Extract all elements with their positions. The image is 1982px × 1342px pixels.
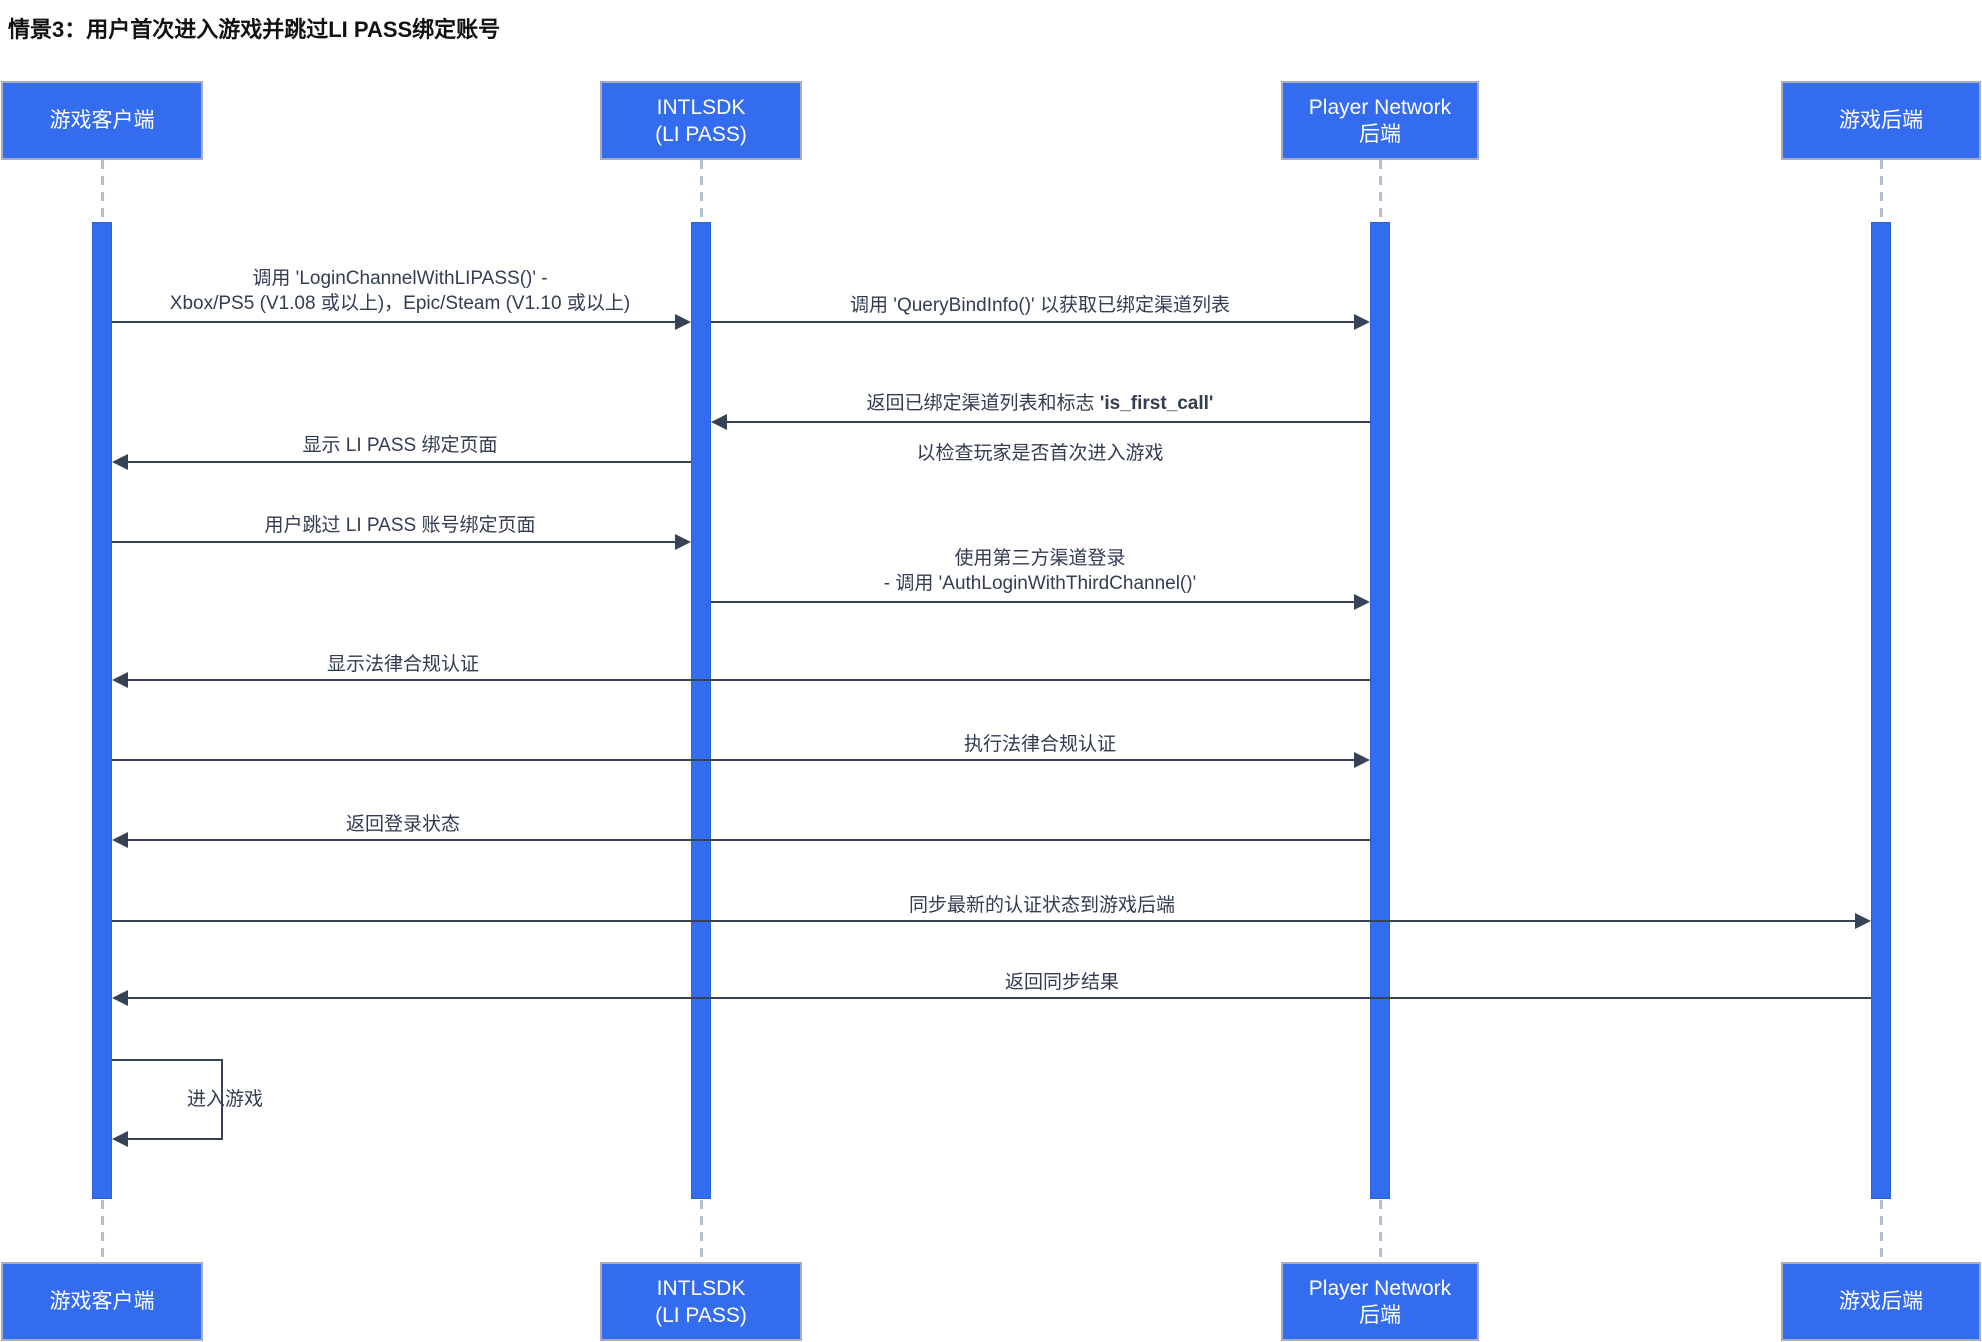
message-line	[711, 321, 1356, 323]
arrowhead-left-icon	[112, 454, 128, 470]
arrowhead-left-icon	[112, 832, 128, 848]
message-label: 返回已绑定渠道列表和标志 'is_first_call' 以检查玩家是否首次进入…	[866, 393, 1214, 464]
bold-flag-text: 'is_first_call'	[1099, 393, 1214, 414]
participant-bottom-game-backend: 游戏后端	[1781, 1262, 1981, 1341]
participant-top-game-client: 游戏客户端	[1, 81, 203, 160]
participant-top-player-network: Player Network 后端	[1281, 81, 1479, 160]
participant-top-game-backend: 游戏后端	[1781, 81, 1981, 160]
message-label: 调用 'LoginChannelWithLIPASS()' - Xbox/PS5…	[169, 268, 631, 314]
arrowhead-right-icon	[1354, 752, 1370, 768]
activation-bar-game-client	[92, 222, 112, 1199]
self-loop-top-line	[112, 1059, 223, 1061]
message-line	[128, 461, 691, 463]
message-line	[112, 920, 1857, 922]
arrowhead-right-icon	[1354, 594, 1370, 610]
message-line	[112, 321, 677, 323]
message-label: 使用第三方渠道登录 - 调用 'AuthLoginWithThirdChanne…	[883, 548, 1197, 594]
message-label: 显示法律合规认证	[326, 654, 479, 675]
message-label: 返回登录状态	[345, 814, 460, 835]
message-label: 显示 LI PASS 绑定页面	[302, 435, 498, 456]
diagram-title: 情景3：用户首次进入游戏并跳过LI PASS绑定账号	[8, 17, 501, 42]
message-label: 进入游戏	[186, 1089, 263, 1110]
arrowhead-left-icon	[711, 414, 727, 430]
arrowhead-left-icon	[112, 990, 128, 1006]
self-loop-right-line	[221, 1059, 223, 1140]
message-label: 调用 'QueryBindInfo()' 以获取已绑定渠道列表	[850, 295, 1230, 316]
message-line	[128, 997, 1871, 999]
arrowhead-right-icon	[675, 534, 691, 550]
activation-bar-game-backend	[1871, 222, 1891, 1199]
message-line	[128, 839, 1370, 841]
message-label: 用户跳过 LI PASS 账号绑定页面	[264, 515, 536, 536]
arrowhead-left-icon	[112, 672, 128, 688]
message-line	[128, 679, 1370, 681]
participant-bottom-intlsdk: INTLSDK (LI PASS)	[600, 1262, 802, 1341]
activation-bar-intlsdk	[691, 222, 711, 1199]
activation-bar-player-network	[1370, 222, 1390, 1199]
message-line	[727, 421, 1370, 423]
message-label: 返回同步结果	[1004, 972, 1119, 993]
self-loop-bottom-line	[126, 1138, 223, 1140]
participant-bottom-player-network: Player Network 后端	[1281, 1262, 1479, 1341]
arrowhead-right-icon	[675, 314, 691, 330]
arrowhead-right-icon	[1855, 913, 1871, 929]
message-line	[711, 601, 1356, 603]
arrowhead-right-icon	[1354, 314, 1370, 330]
arrowhead-left-icon	[112, 1131, 128, 1147]
participant-top-intlsdk: INTLSDK (LI PASS)	[600, 81, 802, 160]
message-label: 执行法律合规认证	[963, 734, 1116, 755]
message-line	[112, 541, 677, 543]
message-label: 同步最新的认证状态到游戏后端	[908, 895, 1175, 916]
message-line	[112, 759, 1356, 761]
participant-bottom-game-client: 游戏客户端	[1, 1262, 203, 1341]
